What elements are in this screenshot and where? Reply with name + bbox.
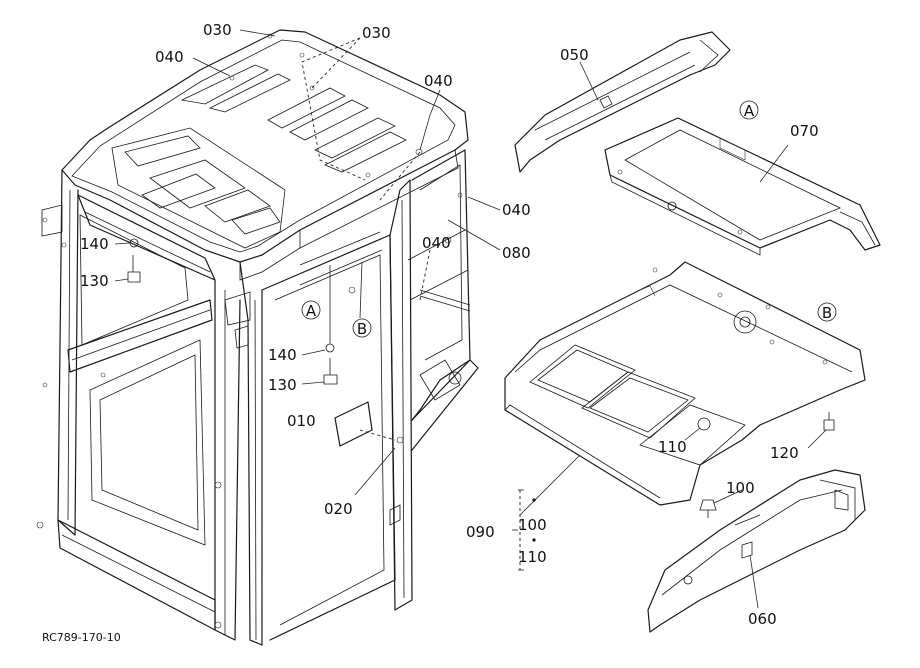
bolt-130-140-lower [323,343,338,385]
callout-130-a: 130 [80,272,109,290]
callout-050: 050 [560,46,589,64]
callout-030-a: 030 [203,21,232,39]
callout-110-b: 110 [658,438,687,456]
svg-text:A: A [306,302,317,320]
svg-text:B: B [357,320,367,338]
fastener-120 [823,412,835,431]
svg-text:A: A [744,102,755,120]
callout-140-a: 140 [80,235,109,253]
callout-040-d: 040 [422,234,451,252]
ref-marker-b1: B [352,318,372,338]
callout-040-b: 040 [424,72,453,90]
callout-100-a: 100 [518,516,547,534]
callout-040-a: 040 [155,48,184,66]
ref-marker-b2: B [817,302,837,322]
bolt-130-140-upper [127,238,141,283]
part-010-plate [334,401,373,447]
cab-frame [36,29,479,646]
callout-010: 010 [287,412,316,430]
callout-040-c: 040 [502,201,531,219]
part-090 [504,261,866,506]
part-050 [514,31,731,173]
callout-130-b: 130 [268,376,297,394]
part-070 [604,117,881,256]
callout-020: 020 [324,500,353,518]
clip-100 [699,499,717,518]
callout-110-a: 110 [518,548,547,566]
ref-marker-a2: A [301,300,321,320]
callout-100-b: 100 [726,479,755,497]
callout-060: 060 [748,610,777,628]
callout-140-b: 140 [268,346,297,364]
callout-030-b: 030 [362,24,391,42]
callout-080: 080 [502,244,531,262]
drawing-code: RC789-170-10 [42,631,121,644]
ref-marker-a1: A [739,100,759,120]
callout-070: 070 [790,122,819,140]
svg-text:B: B [822,304,832,322]
leader-lines [114,29,827,609]
callout-090: 090 [466,523,495,541]
callout-120: 120 [770,444,799,462]
callout-labels: 030 030 040 040 040 040 080 140 130 140 … [80,21,819,628]
part-060 [647,469,866,633]
